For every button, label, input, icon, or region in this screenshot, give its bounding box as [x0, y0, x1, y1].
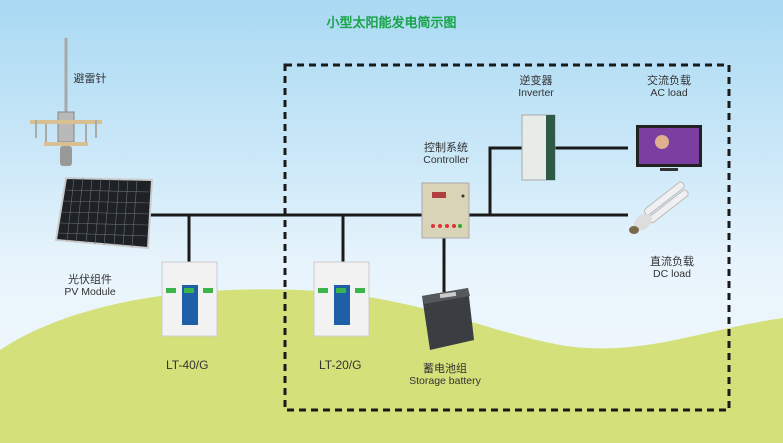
diagram-title: 小型太阳能发电简示图: [326, 16, 457, 31]
inverter-label: 逆变器 Inverter: [486, 74, 586, 100]
system-boundary: [283, 63, 731, 412]
lightning-rod-label: 避雷针: [30, 72, 150, 85]
controller-label-cn: 控制系统: [424, 141, 468, 154]
pv-module-label-en: PV Module: [64, 286, 116, 298]
dc-load-label: 直流负载 DC load: [622, 255, 722, 281]
controller-label-en: Controller: [423, 154, 469, 166]
cfl-bulb-icon: [629, 181, 689, 234]
lightning-rod-icon: [30, 38, 102, 166]
ground-hill: [0, 289, 783, 443]
dc-load-label-cn: 直流负载: [650, 255, 694, 268]
surge-protector-icon-2: [313, 261, 370, 337]
inverter-label-en: Inverter: [518, 87, 554, 99]
surge-protector-icon-1: [161, 261, 218, 337]
inverter-cabinet-icon: [521, 114, 556, 181]
solar-panel-icon: [54, 176, 154, 250]
spd-2-model: LT-20/G: [319, 358, 362, 372]
control-cabinet-icon: [421, 182, 470, 239]
controller-label: 控制系统 Controller: [396, 141, 496, 167]
battery-label: 蓄电池组 Storage battery: [395, 362, 495, 388]
battery-icon: [422, 288, 474, 350]
ac-load-label: 交流负载 AC load: [619, 74, 719, 100]
pv-module-label-cn: 光伏组件: [68, 273, 112, 286]
dc-load-label-en: DC load: [653, 268, 691, 280]
battery-label-cn: 蓄电池组: [423, 362, 467, 375]
lightning-rod-label-cn: 避雷针: [73, 72, 107, 85]
ac-load-label-cn: 交流负载: [647, 74, 691, 87]
tv-icon: [636, 125, 702, 171]
spd-1-model: LT-40/G: [166, 358, 209, 372]
ac-load-label-en: AC load: [650, 87, 688, 99]
wiring: [148, 146, 628, 292]
inverter-label-cn: 逆变器: [519, 74, 553, 87]
pv-module-label: 光伏组件 PV Module: [40, 273, 140, 299]
inverter-wire: [488, 146, 628, 215]
battery-label-en: Storage battery: [409, 375, 481, 387]
